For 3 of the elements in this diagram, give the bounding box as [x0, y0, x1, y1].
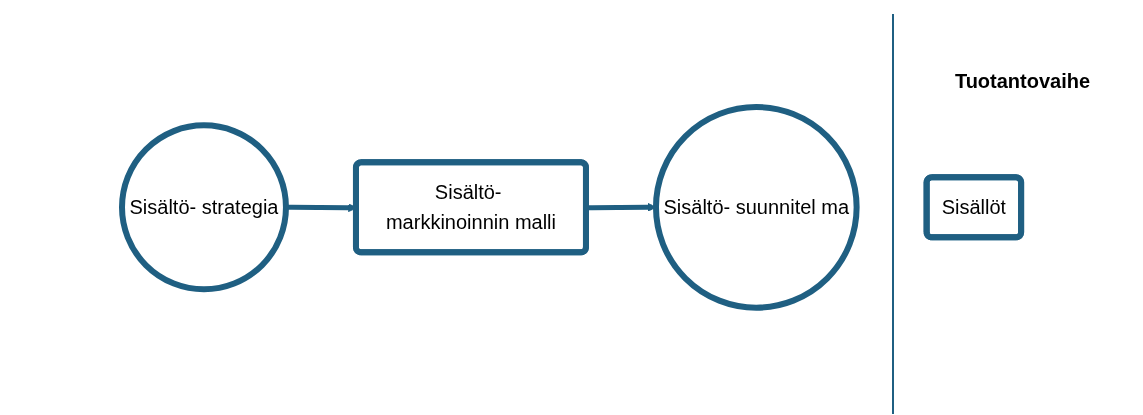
node-circle: Sisältö- strategia — [118, 122, 289, 293]
node-circle: Sisältö- suunnitel ma — [652, 104, 860, 311]
section-heading: Tuotantovaihe — [953, 70, 1092, 93]
